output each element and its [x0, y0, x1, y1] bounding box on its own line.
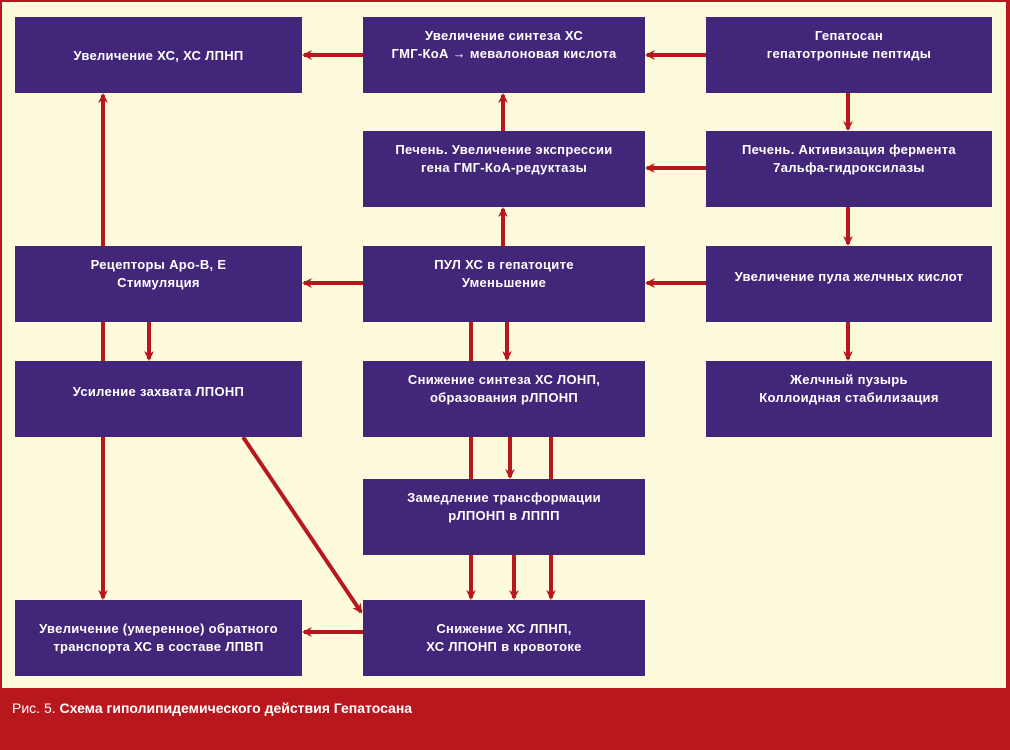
box-bile-pool: Увеличение пула желчных кислот: [706, 246, 992, 322]
figure-caption: Рис. 5. Схема гиполипидемического действ…: [12, 700, 412, 716]
box-line: гена ГМГ-КоА-редуктазы: [420, 160, 588, 175]
box-line: гепатотропные пептиды: [766, 46, 932, 61]
box-line: Гепатосан: [814, 28, 884, 43]
box-line: транспорта ХС в составе ЛПВП: [53, 639, 264, 654]
box-gallbladder: Желчный пузырь Коллоидная стабилизация: [706, 361, 992, 437]
box-line: Печень. Активизация фермента: [742, 142, 956, 157]
box-line: Желчный пузырь: [790, 372, 908, 387]
box-slowdown: Замедление трансформации рЛПОНП в ЛППП: [363, 479, 645, 555]
box-line: 7альфа-гидроксилазы: [773, 160, 925, 175]
box-line: Печень. Увеличение экспрессии: [395, 142, 613, 157]
box-reverse-transport: Увеличение (умеренное) обратного транспо…: [15, 600, 302, 676]
box-line: ГМГ-КоА → мевалоновая кислота: [391, 46, 617, 61]
box-line: Снижение ХС ЛПНП,: [436, 621, 572, 636]
arrow-uptake-to-blood: [241, 435, 363, 614]
box-line: Увеличение ХС, ХС ЛПНП: [73, 48, 244, 63]
box-line: Уменьшение: [461, 275, 547, 290]
box-liver-enzyme: Печень. Активизация фермента 7альфа-гидр…: [706, 131, 992, 207]
box-pool-hc: ПУЛ ХС в гепатоците Уменьшение: [363, 246, 645, 322]
box-line: Рецепторы Apo-B, E: [90, 257, 227, 272]
box-line: Увеличение (умеренное) обратного: [39, 621, 278, 636]
box-line: рЛПОНП в ЛППП: [448, 508, 560, 523]
box-increase-synthesis: Увеличение синтеза ХС ГМГ-КоА → мевалоно…: [363, 17, 645, 93]
box-line: Коллоидная стабилизация: [759, 390, 939, 405]
box-hepatosan: Гепатосан гепатотропные пептиды: [706, 17, 992, 93]
box-line: образования рЛПОНП: [429, 390, 579, 405]
box-line: Увеличение синтеза ХС: [424, 28, 584, 43]
box-blood-decrease: Снижение ХС ЛПНП, ХС ЛПОНП в кровотоке: [363, 600, 645, 676]
caption-title: Схема гиполипидемического действия Гепат…: [59, 700, 413, 716]
caption-prefix: Рис. 5.: [12, 700, 56, 716]
box-increase-chol: Увеличение ХС, ХС ЛПНП: [15, 17, 302, 93]
box-receptors: Рецепторы Apo-B, E Стимуляция: [15, 246, 302, 322]
box-synthesis-decrease: Снижение синтеза ХС ЛОНП, образования рЛ…: [363, 361, 645, 437]
box-line: Снижение синтеза ХС ЛОНП,: [407, 372, 601, 387]
box-line: ХС ЛПОНП в кровотоке: [426, 639, 582, 654]
box-line: Замедление трансформации: [407, 490, 601, 505]
box-line: Стимуляция: [117, 275, 200, 290]
box-line: Усиление захвата ЛПОНП: [72, 384, 245, 399]
box-liver-expression: Печень. Увеличение экспрессии гена ГМГ-К…: [363, 131, 645, 207]
box-uptake: Усиление захвата ЛПОНП: [15, 361, 302, 437]
box-line: Увеличение пула желчных кислот: [734, 269, 964, 284]
box-line: ПУЛ ХС в гепатоците: [434, 257, 574, 272]
